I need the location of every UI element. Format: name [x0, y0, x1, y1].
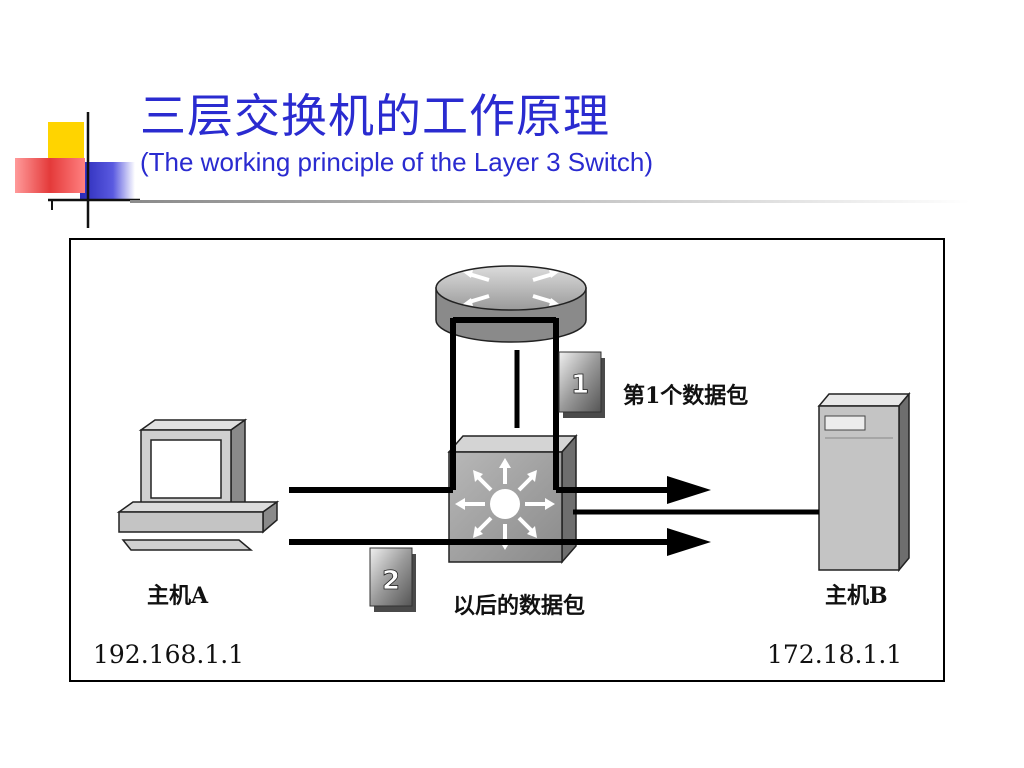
router-icon: [435, 265, 587, 343]
step1-number: 1: [571, 370, 589, 400]
step2-badge: [369, 547, 416, 612]
host-a-ip: 192.168.1.1: [93, 640, 245, 669]
step2-label: 以后的数据包: [453, 593, 586, 619]
slide-subtitle: (The working principle of the Layer 3 Sw…: [140, 147, 654, 177]
first-packet-path: [450, 317, 559, 490]
upper-arrow-head: [667, 476, 711, 504]
slide-logo-icon: [15, 112, 140, 228]
diagram-frame: 1 2 第1个数据包 以后的数据包 主机A 主机B 192.168.1.1 17…: [69, 238, 945, 682]
host-b-label: 主机B: [825, 583, 888, 609]
step1-label: 第1个数据包: [623, 383, 749, 409]
data-flow-lines: [289, 487, 819, 545]
step1-badge: [558, 351, 605, 418]
step2-number: 2: [382, 566, 400, 596]
host-b-ip: 172.18.1.1: [767, 640, 903, 669]
slide-title: 三层交换机的工作原理: [140, 89, 610, 143]
host-a-computer-icon: [116, 418, 280, 551]
lower-arrow-head: [667, 528, 711, 556]
host-a-label: 主机A: [147, 583, 209, 609]
host-b-server-icon: [817, 391, 911, 573]
network-diagram: 1 2: [116, 265, 911, 612]
title-divider: [130, 200, 970, 203]
